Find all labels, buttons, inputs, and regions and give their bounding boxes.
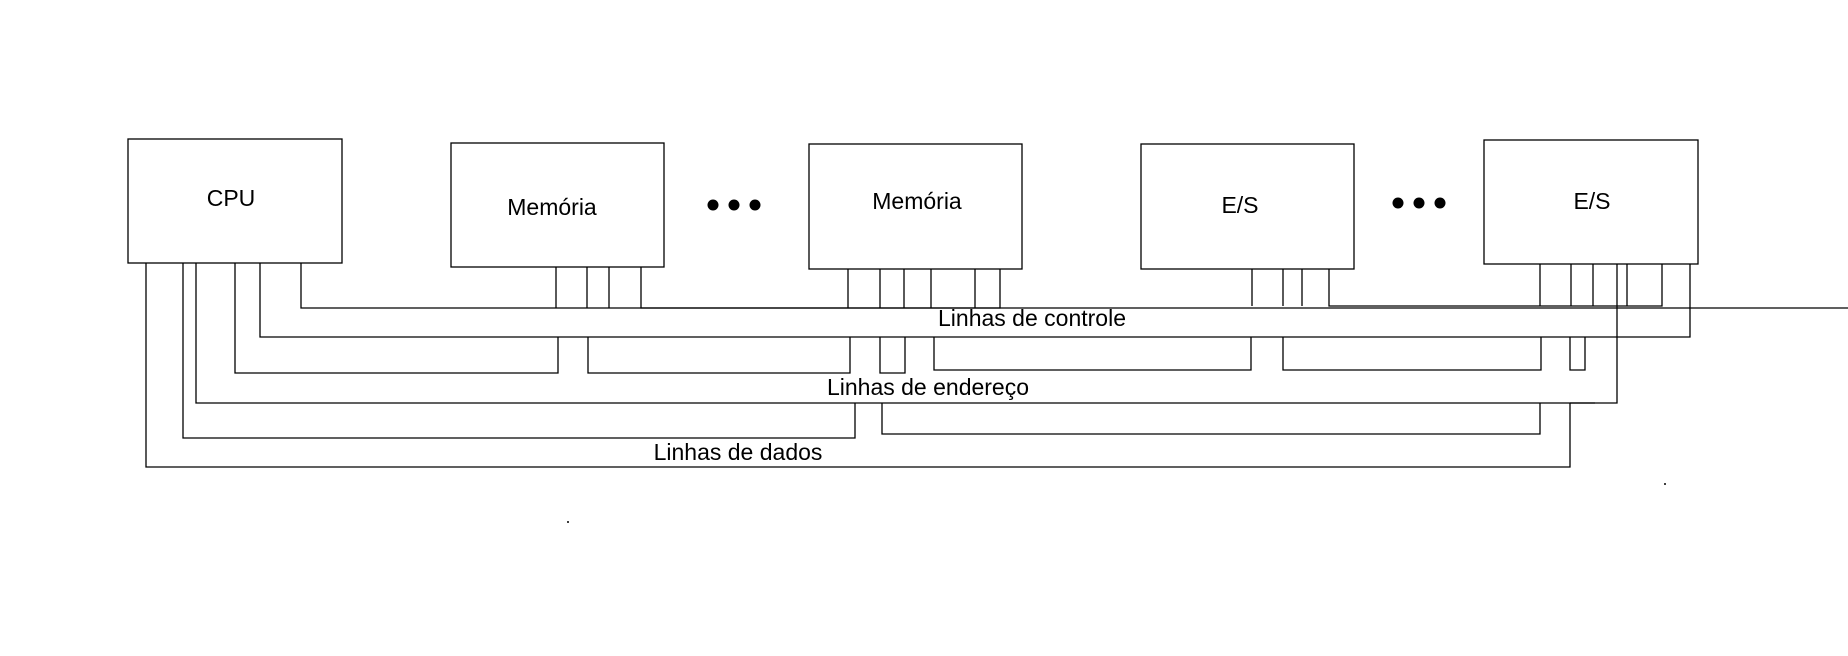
bus-wires [145,263,1848,468]
address-bus-wire [195,263,1618,404]
ellipsis-1 [707,199,761,211]
data-bus-label: Linhas de dados [654,439,823,465]
data-bus-wire [145,263,1571,468]
io-label-1: E/S [1221,192,1258,218]
memory-label-1: Memória [507,194,597,220]
io-box-2: E/S [1483,139,1699,265]
address-bus-wire [1282,337,1542,371]
io-label-2: E/S [1573,188,1610,214]
memory-box-1: Memória [450,142,665,268]
address-bus-wire [587,337,851,374]
address-bus-wire [879,337,906,374]
cpu-label: CPU [207,185,256,211]
io-box-1: E/S [1140,143,1355,270]
control-bus-wire [1328,264,1663,307]
data-bus-wire [881,403,1541,435]
control-bus-wire [300,263,1001,309]
memory-box-2: Memória [808,143,1023,270]
address-bus-wire [234,263,559,374]
address-bus-wire [933,337,1252,371]
address-bus-label: Linhas de endereço [827,374,1029,400]
data-bus-wire [182,263,856,439]
ellipsis-2 [1392,197,1446,209]
control-bus-wire [259,263,1691,338]
stray-dots [567,483,1666,523]
cpu-box: CPU [127,138,343,264]
control-bus-label: Linhas de controle [938,305,1126,331]
control-bus-wire [640,267,1848,309]
address-bus-wire [1569,337,1586,371]
memory-label-2: Memória [872,188,962,214]
